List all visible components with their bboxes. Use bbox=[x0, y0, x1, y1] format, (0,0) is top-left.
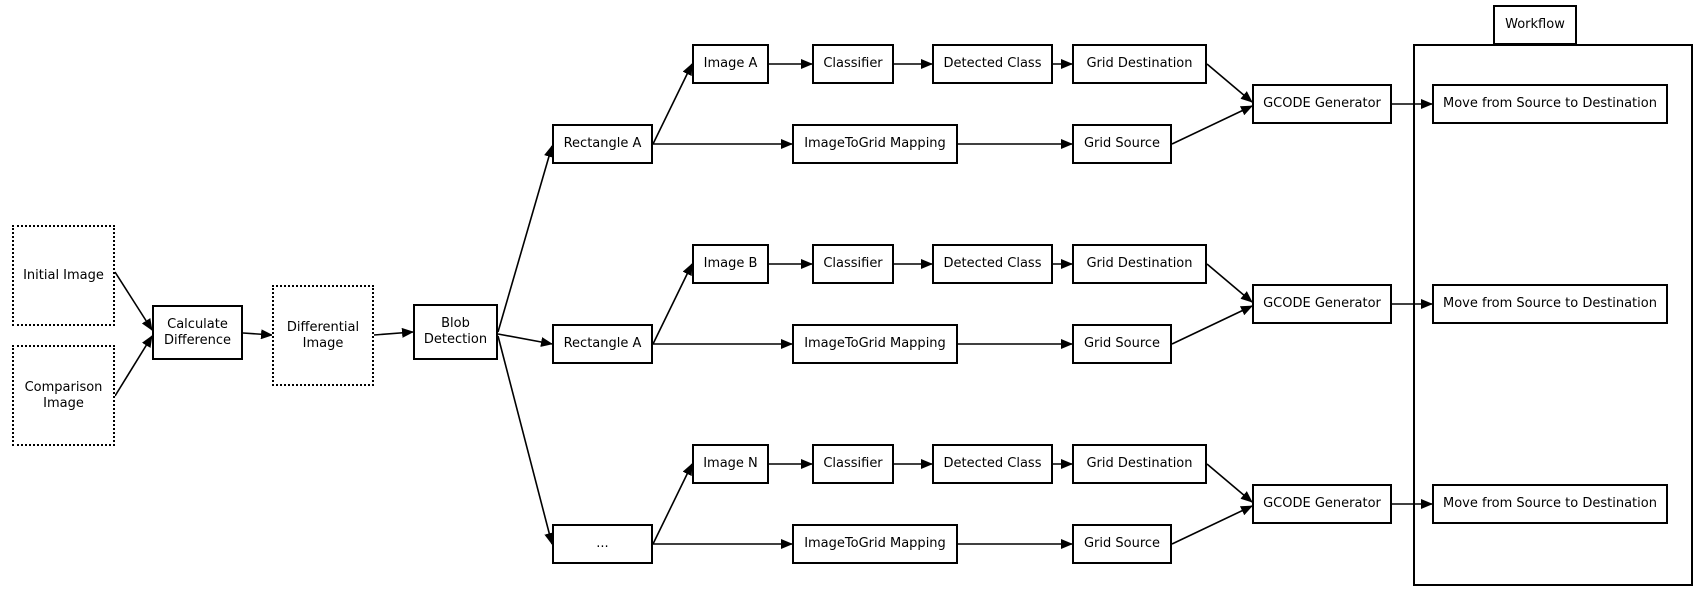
move-action-node: Move from Source to Destination bbox=[1432, 484, 1668, 524]
connector-arrow bbox=[1206, 463, 1253, 503]
workflow-frame bbox=[1413, 44, 1693, 586]
rectangle-node: Rectangle A bbox=[552, 324, 653, 364]
grid-destination-node: Grid Destination bbox=[1072, 44, 1207, 84]
differential-image-node: Differential Image bbox=[272, 285, 374, 386]
grid-destination-node: Grid Destination bbox=[1072, 444, 1207, 484]
connector-arrow bbox=[652, 263, 693, 345]
calculate-difference-node: Calculate Difference bbox=[152, 305, 243, 360]
connector-arrow bbox=[114, 271, 153, 331]
gcode-generator-node: GCODE Generator bbox=[1252, 284, 1392, 324]
detected-class-node: Detected Class bbox=[932, 444, 1053, 484]
detected-class-node: Detected Class bbox=[932, 244, 1053, 284]
connector-arrow bbox=[242, 329, 273, 340]
image-node: Image B bbox=[692, 244, 769, 284]
connector-arrow bbox=[1171, 305, 1253, 345]
rectangle-node: ... bbox=[552, 524, 653, 564]
initial-image-node: Initial Image bbox=[12, 225, 115, 326]
detected-class-node: Detected Class bbox=[932, 44, 1053, 84]
move-action-node: Move from Source to Destination bbox=[1432, 284, 1668, 324]
comparison-image-node: Comparison Image bbox=[12, 345, 115, 446]
imagetogrid-mapping-node: ImageToGrid Mapping bbox=[792, 124, 958, 164]
connector-arrow bbox=[373, 327, 414, 338]
gcode-generator-node: GCODE Generator bbox=[1252, 484, 1392, 524]
move-action-node: Move from Source to Destination bbox=[1432, 84, 1668, 124]
grid-source-node: Grid Source bbox=[1072, 324, 1172, 364]
classifier-node: Classifier bbox=[812, 444, 894, 484]
workflow-title: Workflow bbox=[1493, 5, 1577, 45]
connector-arrow bbox=[1206, 63, 1253, 103]
image-node: Image A bbox=[692, 44, 769, 84]
imagetogrid-mapping-node: ImageToGrid Mapping bbox=[792, 324, 958, 364]
blob-detection-node: Blob Detection bbox=[413, 304, 498, 360]
imagetogrid-mapping-node: ImageToGrid Mapping bbox=[792, 524, 958, 564]
connector-arrow bbox=[1171, 505, 1253, 545]
gcode-generator-node: GCODE Generator bbox=[1252, 84, 1392, 124]
connector-arrow bbox=[497, 145, 554, 333]
image-node: Image N bbox=[692, 444, 769, 484]
rectangle-node: Rectangle A bbox=[552, 124, 653, 164]
connector-arrow bbox=[652, 463, 693, 545]
grid-source-node: Grid Source bbox=[1072, 524, 1172, 564]
grid-source-node: Grid Source bbox=[1072, 124, 1172, 164]
connector-arrow bbox=[497, 333, 553, 347]
connector-arrow bbox=[1206, 263, 1253, 303]
connector-arrow bbox=[1171, 105, 1253, 145]
classifier-node: Classifier bbox=[812, 244, 894, 284]
connector-arrow bbox=[114, 335, 153, 397]
connector-arrow bbox=[497, 335, 555, 545]
grid-destination-node: Grid Destination bbox=[1072, 244, 1207, 284]
classifier-node: Classifier bbox=[812, 44, 894, 84]
connector-arrow bbox=[652, 63, 693, 145]
